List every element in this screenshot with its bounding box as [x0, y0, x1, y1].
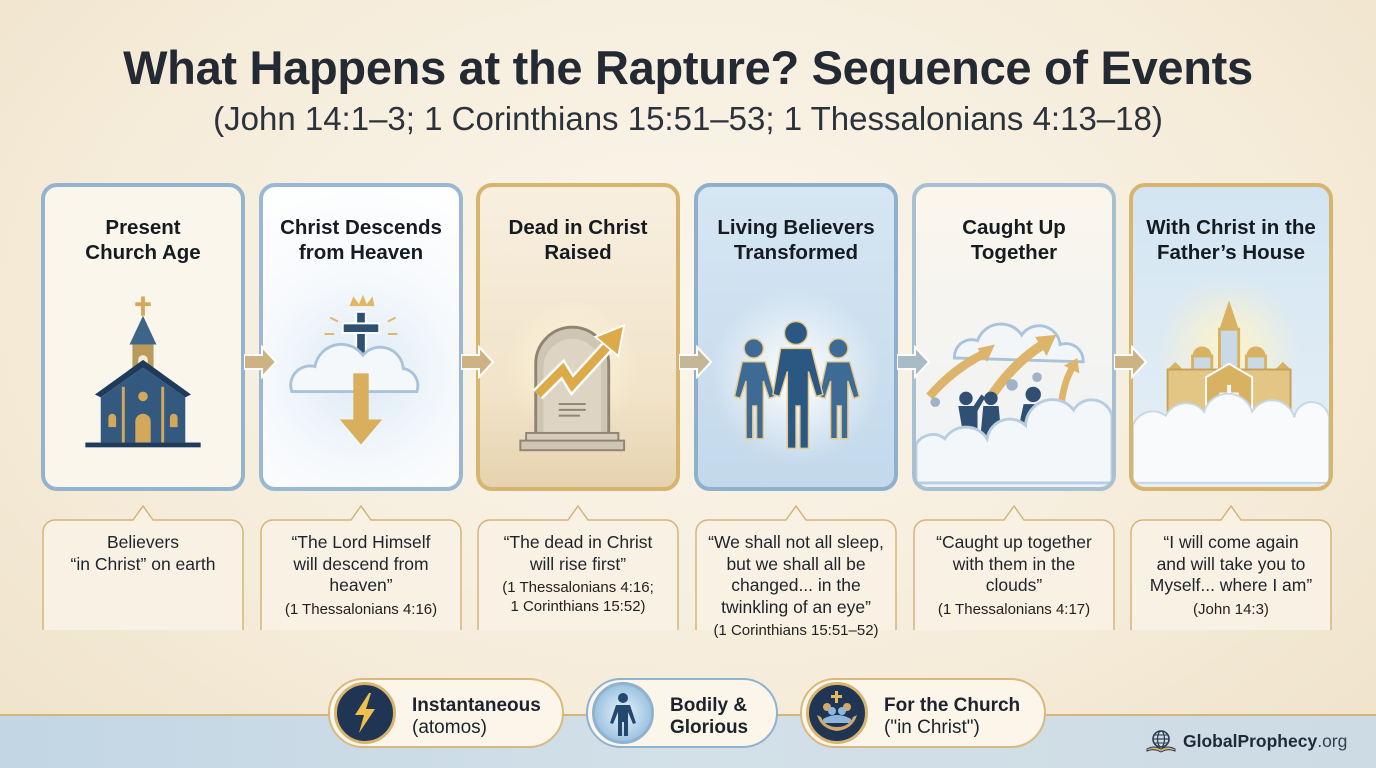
callout-line: and will take you to	[1156, 553, 1306, 574]
feature-label: Bodily & Glorious	[670, 695, 748, 739]
callout-text: “The Lord Himself will descend from heav…	[265, 532, 457, 619]
glowing-people-icon	[709, 290, 883, 464]
callout-text: “The dead in Christ will rise first” (1 …	[482, 532, 674, 616]
callout-line: will descend from	[293, 553, 429, 574]
callout-bubble	[42, 504, 244, 630]
callout-line: twinkling of an eye”	[721, 596, 871, 617]
callout-christ-descends: “The Lord Himself will descend from heav…	[259, 502, 463, 630]
next-arrow-icon	[897, 345, 931, 379]
people-rising-clouds-icon	[916, 322, 1112, 485]
scripture-reference: (1 Thessalonians 4:17)	[937, 600, 1091, 618]
brand-name: GlobalProphecy	[1183, 730, 1318, 751]
callout-line: clouds”	[985, 575, 1043, 595]
callout-line: “The dead in Christ	[503, 532, 653, 552]
tombstone-rising-arrow-icon	[504, 300, 640, 452]
step-title: Dead in Christ Raised	[480, 215, 676, 265]
next-arrow-icon	[244, 345, 278, 379]
step-title-line: Father’s House	[1156, 241, 1306, 264]
step-title-line: Dead in Christ	[508, 216, 648, 239]
step-card-dead-raised: Dead in Christ Raised	[476, 183, 680, 491]
feature-bodily-glorious: Bodily & Glorious	[586, 678, 778, 748]
step-card-fathers-house: With Christ in the Father’s House	[1129, 183, 1333, 491]
scripture-reference: 1 Corinthians 15:52)	[510, 598, 646, 615]
scripture-reference: (1 Thessalonians 4:16;	[502, 579, 654, 596]
callout-present-church-age: Believers “in Christ” on earth	[41, 502, 245, 630]
step-title-line: Raised	[544, 241, 612, 264]
callout-caught-up: “Caught up together with them in the clo…	[912, 502, 1116, 630]
step-card-christ-descends: Christ Descends from Heaven	[259, 183, 463, 491]
next-arrow-icon	[461, 345, 495, 379]
callout-dead-raised: “The dead in Christ will rise first” (1 …	[476, 502, 680, 630]
church-icon	[85, 296, 201, 448]
step-title-line: Caught Up	[962, 216, 1066, 239]
feature-instantaneous: Instantaneous (atomos)	[328, 678, 564, 748]
step-title: Living Believers Transformed	[698, 215, 894, 265]
callout-bubble	[913, 504, 1115, 630]
step-card-living-transformed: Living Believers Transformed	[694, 183, 898, 491]
brand-domain: .org	[1317, 730, 1348, 751]
globe-book-icon	[1146, 730, 1176, 753]
feature-label: Instantaneous (atomos)	[412, 695, 541, 739]
brand-logo[interactable]: GlobalProphecy.org	[1145, 728, 1347, 754]
callout-line: with them in the	[952, 553, 1076, 574]
callout-bubble	[1130, 504, 1332, 630]
feature-label-normal: ("in Christ")	[884, 717, 980, 738]
scripture-reference: (John 14:3)	[1193, 600, 1269, 618]
step-title-line: Present	[105, 216, 181, 239]
heavenly-house-icon	[1133, 277, 1329, 484]
step-title: Christ Descends from Heaven	[263, 215, 459, 265]
callout-text: “We shall not all sleep, but we shall al…	[700, 532, 892, 640]
feature-label-bold: For the Church	[884, 695, 1021, 716]
step-title-line: With Christ in the	[1146, 216, 1316, 239]
callout-text: “Caught up together with them in the clo…	[918, 532, 1110, 619]
callout-line: heaven”	[329, 575, 393, 595]
callout-line: “We shall not all sleep,	[708, 532, 884, 552]
feature-label-bold: Bodily &	[670, 695, 748, 716]
callout-line: Believers	[107, 532, 179, 552]
callout-bubble	[695, 504, 897, 630]
step-title-line: Together	[970, 241, 1058, 264]
callout-line: “The Lord Himself	[291, 532, 431, 552]
step-title-line: Transformed	[733, 241, 859, 264]
feature-label: For the Church ("in Christ")	[884, 695, 1020, 739]
callout-line: “in Christ” on earth	[70, 553, 216, 574]
callout-living-transformed: “We shall not all sleep, but we shall al…	[694, 502, 898, 639]
church-hands-icon	[806, 682, 868, 744]
callout-bubble	[477, 504, 679, 630]
callout-fathers-house: “I will come again and will take you to …	[1129, 502, 1333, 630]
page-title: What Happens at the Rapture? Sequence of…	[123, 41, 1253, 94]
step-card-caught-up: Caught Up Together	[912, 183, 1116, 491]
scripture-reference: (1 Thessalonians 4:16)	[284, 600, 438, 618]
lightning-icon	[334, 682, 396, 744]
feature-label-bold: Glorious	[670, 717, 749, 738]
callout-line: Myself... where I am”	[1149, 575, 1313, 595]
callout-line: will rise first”	[529, 553, 627, 574]
callout-line: “I will come again	[1163, 532, 1299, 552]
step-title-line: Living Believers	[717, 216, 875, 239]
feature-label-normal: (atomos)	[412, 717, 487, 738]
step-title: With Christ in the Father’s House	[1133, 215, 1329, 265]
callout-text: “I will come again and will take you to …	[1135, 532, 1327, 619]
callout-line: changed... in the	[731, 575, 861, 595]
step-card-present-church-age: Present Church Age	[41, 183, 245, 491]
step-title-line: Christ Descends	[280, 216, 442, 239]
glorified-body-icon	[592, 682, 654, 744]
step-title-line: Church Age	[85, 241, 201, 264]
next-arrow-icon	[1114, 345, 1148, 379]
page-subtitle: (John 14:1–3; 1 Corinthians 15:51–53; 1 …	[213, 100, 1163, 137]
scripture-reference: (1 Corinthians 15:51–52)	[713, 622, 879, 639]
feature-label-bold: Instantaneous	[412, 695, 541, 716]
callout-line: “Caught up together	[936, 532, 1092, 552]
step-title: Caught Up Together	[916, 215, 1112, 265]
next-arrow-icon	[679, 345, 713, 379]
callout-text: Believers “in Christ” on earth	[47, 532, 239, 575]
feature-for-the-church: For the Church ("in Christ")	[800, 678, 1046, 748]
step-title-line: from Heaven	[298, 241, 424, 264]
cross-descending-cloud-icon	[289, 294, 420, 445]
step-title: Present Church Age	[45, 215, 241, 265]
callout-bubble	[260, 504, 462, 630]
callout-line: but we shall all be	[726, 553, 866, 574]
